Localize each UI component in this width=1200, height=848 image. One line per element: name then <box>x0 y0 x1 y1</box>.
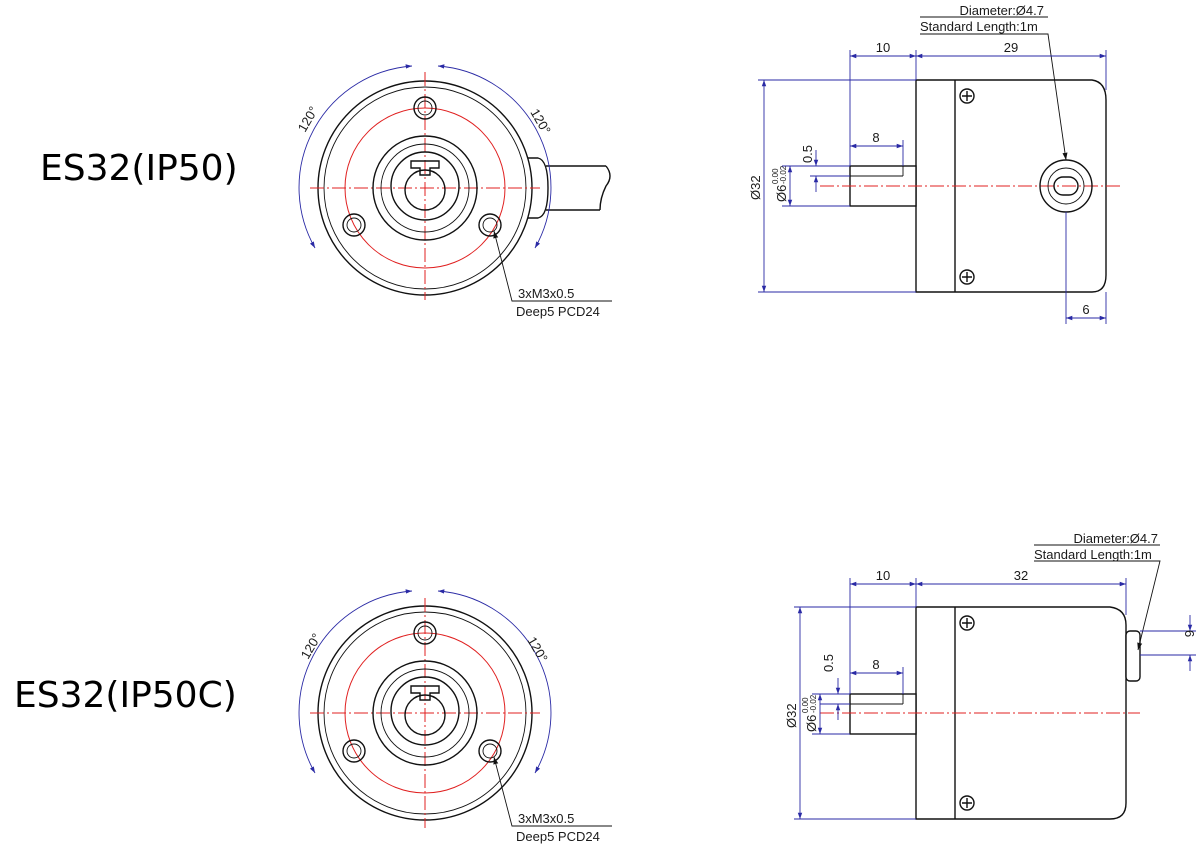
angle-dim-right <box>437 64 552 249</box>
dim-body-diameter-label: Ø32 <box>784 703 799 728</box>
dim-flat-length-label: 8 <box>872 130 879 145</box>
model-title: ES32(IP50C) <box>14 675 237 716</box>
mounting-hole <box>413 96 437 120</box>
screw-icon <box>959 269 975 285</box>
dim-cable-offset-label: 6 <box>1082 302 1089 317</box>
screw-icon <box>959 615 975 631</box>
dim-shaft-length-label: 10 <box>876 568 890 583</box>
dim-cable-offset-label: 6 <box>1182 630 1197 637</box>
angle-label-left: 120° <box>295 104 321 135</box>
tol-lower: -0.02 <box>779 165 788 184</box>
dim-body-length-label: 32 <box>1014 568 1028 583</box>
model-ip50: ES32(IP50) <box>40 3 1120 324</box>
angle-dim-left <box>298 64 413 249</box>
cable-note-diameter: Diameter:Ø4.7 <box>959 3 1044 18</box>
hole-leader <box>493 756 612 827</box>
dim-body-diameter-label: Ø32 <box>748 175 763 200</box>
front-view: 120° 120° 3xM3x0.5 Deep5 PCD24 <box>298 589 612 844</box>
tol-upper: 0.00 <box>801 697 810 713</box>
hole-leader <box>493 230 612 302</box>
dim-body-length-label: 29 <box>1004 40 1018 55</box>
shaft-side <box>849 693 917 735</box>
angle-label-left: 120° <box>298 631 324 662</box>
cable-note-length: Standard Length:1m <box>1034 547 1152 562</box>
cable-note-diameter: Diameter:Ø4.7 <box>1073 531 1158 546</box>
dim-flat-depth-label: 0.5 <box>800 145 815 163</box>
tol-lower: -0.02 <box>809 694 818 713</box>
screw-icon <box>959 88 975 104</box>
front-view: 120° 120° 3xM3x0.5 Deep5 PCD24 <box>295 64 612 319</box>
dim-shaft-diameter-label: Ø6 <box>804 715 819 732</box>
model-ip50c: ES32(IP50C) 120° 120° <box>14 531 1197 844</box>
hole-note-thread: 3xM3x0.5 <box>518 286 574 301</box>
dim-shaft-length-label: 10 <box>876 40 890 55</box>
cable-leader <box>920 33 1068 161</box>
mounting-hole <box>413 621 437 645</box>
angle-dim-right <box>437 589 552 774</box>
screw-icon <box>959 795 975 811</box>
cable-gland-rear <box>1125 630 1141 682</box>
housing-side <box>915 79 1107 293</box>
dim-flat-depth-label: 0.5 <box>821 654 836 672</box>
hole-note-depth: Deep5 PCD24 <box>516 829 600 844</box>
dim-shaft-diameter-label: Ø6 <box>774 185 789 202</box>
cable-gland <box>520 157 549 219</box>
side-view: Diameter:Ø4.7 Standard Length:1m 10 29 8… <box>748 3 1120 324</box>
dim-flat-length-label: 8 <box>872 657 879 672</box>
cable-note-length: Standard Length:1m <box>920 19 1038 34</box>
angle-label-right: 120° <box>524 634 550 665</box>
cable-leader <box>1034 560 1161 651</box>
model-title: ES32(IP50) <box>40 148 238 189</box>
tol-upper: 0.00 <box>771 168 780 184</box>
side-view: Diameter:Ø4.7 Standard Length:1m 10 32 8… <box>784 531 1197 820</box>
hole-note-thread: 3xM3x0.5 <box>518 811 574 826</box>
angle-dim-left <box>298 589 413 774</box>
cable <box>546 165 606 211</box>
hole-note-depth: Deep5 PCD24 <box>516 304 600 319</box>
cable-break <box>599 165 611 211</box>
